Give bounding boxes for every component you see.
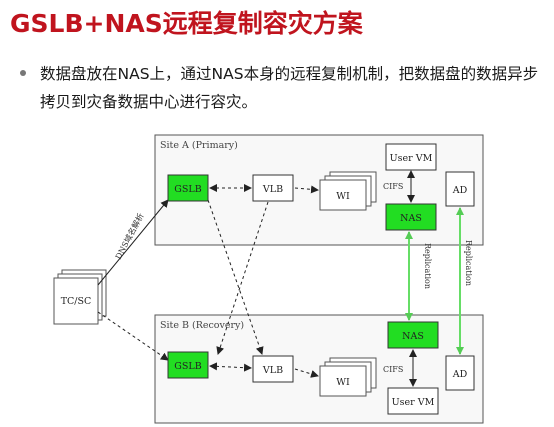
bullet-text: 数据盘放在NAS上，通过NAS本身的远程复制机制，把数据盘的数据异步拷贝到灾备数… — [40, 65, 539, 111]
ad-a-label: AD — [452, 185, 468, 196]
vlb-b-box — [252, 355, 294, 383]
nas-b-label: NAS — [402, 331, 424, 342]
user-vm-a-box — [385, 143, 437, 171]
vlb-a-box — [252, 174, 294, 202]
vlb-wi-b-link — [294, 368, 319, 378]
wi-b-box — [319, 365, 367, 397]
nas-a-box — [385, 203, 437, 231]
wi-a-box — [319, 179, 367, 211]
dns-label: DNS域名解析 — [113, 211, 146, 261]
gslb-a-box — [167, 174, 209, 202]
vlb-b-label: VLB — [262, 365, 283, 376]
wi-b-label: WI — [336, 377, 350, 388]
ad-b-box — [445, 355, 475, 391]
vlb-a-to-gslb-b-link — [216, 201, 269, 355]
tcsc-to-gslb-b-line — [97, 311, 169, 361]
ad-replication-label: Replication — [464, 240, 473, 286]
cifs-b-label: CIFS — [383, 365, 403, 374]
gslb-a-label: GSLB — [174, 184, 201, 195]
nas-a-label: NAS — [400, 213, 422, 224]
vlb-a-label: VLB — [262, 184, 283, 195]
nas-b-box — [387, 321, 439, 349]
site-b-label: Site B (Recovery) — [160, 320, 244, 331]
tcsc-to-gslb-a-line — [97, 199, 169, 286]
ad-a-box — [445, 171, 475, 207]
slide-title: GSLB+NAS远程复制容灾方案 — [10, 9, 363, 38]
site-a-label: Site A (Primary) — [160, 140, 238, 151]
user-vm-b-box — [387, 387, 439, 415]
tcsc-label: TC/SC — [61, 296, 92, 307]
gslb-vlb-b-link — [209, 362, 252, 372]
tcsc-box — [53, 277, 99, 325]
cifs-a-label: CIFS — [383, 182, 403, 191]
vlb-wi-a-link — [294, 185, 319, 194]
wi-a-label: WI — [336, 191, 350, 202]
bullet-dot — [20, 70, 26, 76]
user-vm-b-label: User VM — [392, 397, 435, 408]
gslb-b-box — [167, 351, 209, 379]
gslb-b-label: GSLB — [174, 361, 201, 372]
nas-replication-label: Replication — [423, 243, 432, 289]
ad-b-label: AD — [452, 369, 468, 380]
user-vm-a-label: User VM — [390, 153, 433, 164]
